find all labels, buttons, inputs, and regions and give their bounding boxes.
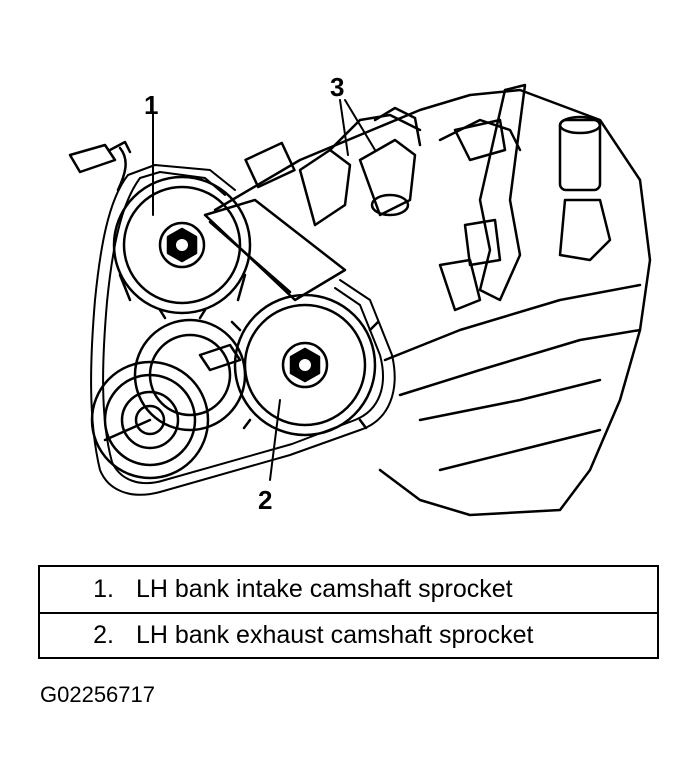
- intake-camshaft-sprocket: [112, 175, 252, 320]
- callout-2: 2: [258, 485, 273, 515]
- legend-table: 1. LH bank intake camshaft sprocket 2. L…: [38, 565, 659, 659]
- lower-sprocket: [90, 318, 247, 480]
- legend-row: 2. LH bank exhaust camshaft sprocket: [40, 612, 657, 657]
- callout-3: 3: [330, 72, 345, 102]
- wrench-tool: [438, 83, 527, 312]
- legend-number: 2.: [93, 621, 114, 649]
- sensor-connector: [68, 140, 132, 192]
- exhaust-camshaft-sprocket: [230, 293, 380, 437]
- callout-1: 1: [144, 90, 159, 120]
- callout-leaders: [152, 99, 376, 481]
- camshaft-caps: [244, 106, 612, 262]
- figure-id: G02256717: [40, 682, 155, 707]
- legend-row: 1. LH bank intake camshaft sprocket: [40, 567, 657, 612]
- legend-text: LH bank exhaust camshaft sprocket: [136, 621, 534, 649]
- cylinder-head-outline: [213, 88, 652, 517]
- chain-guide: [203, 198, 347, 302]
- camshaft-sprocket-illustration: [68, 83, 652, 517]
- legend-number: 1.: [93, 575, 114, 603]
- legend-text: LH bank intake camshaft sprocket: [136, 575, 513, 603]
